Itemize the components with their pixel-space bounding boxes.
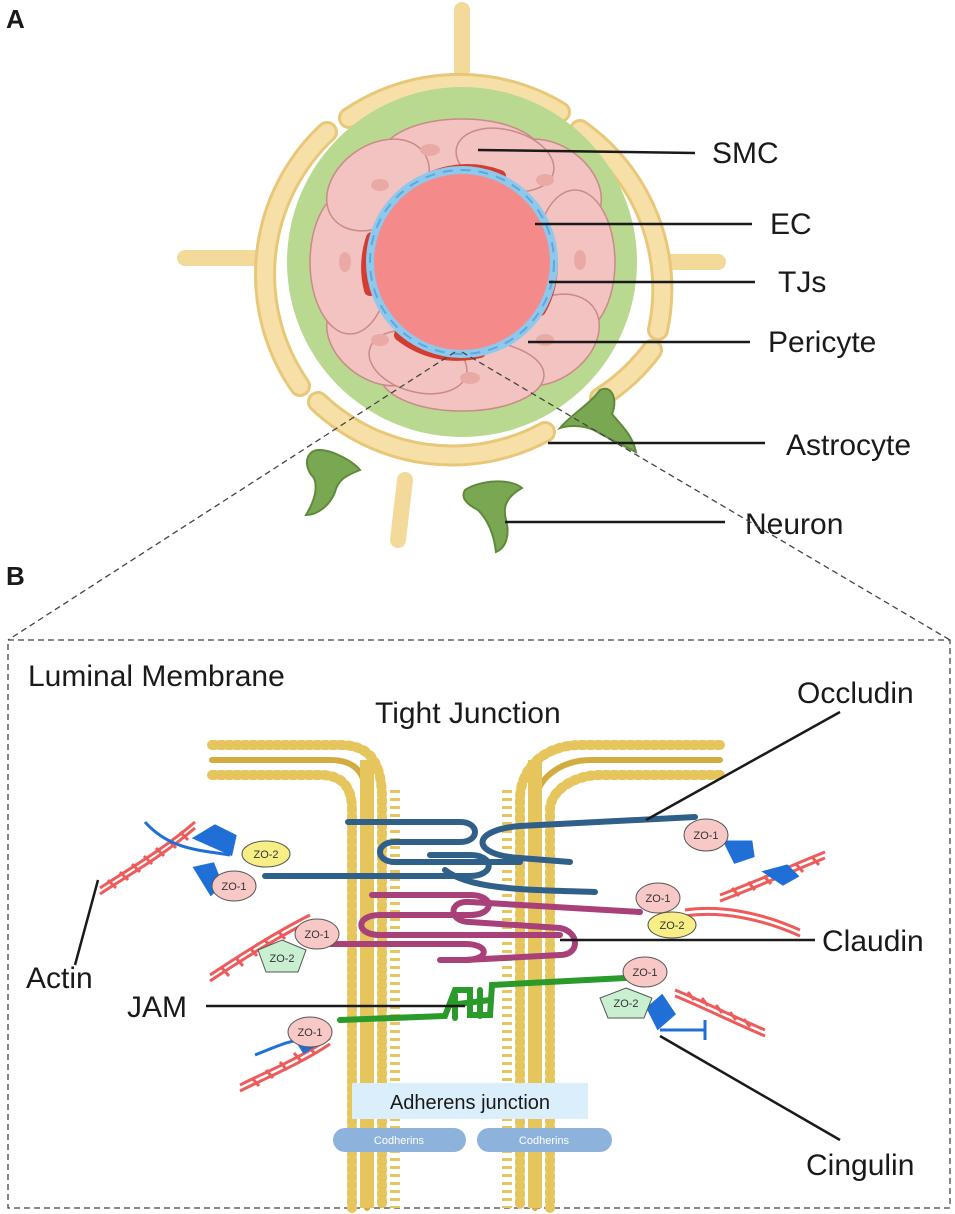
astrocyte-label: Astrocyte (786, 429, 911, 462)
svg-text:ZO-2: ZO-2 (659, 920, 684, 932)
zo1-badge: ZO-1 (294, 918, 340, 950)
cadherin-right-pill (477, 1128, 612, 1152)
zoom-box (7, 639, 951, 1209)
zo2-badge: ZO-2 (647, 911, 697, 939)
svg-text:ZO-1: ZO-1 (297, 1027, 322, 1039)
cingulin-label: Cingulin (806, 1149, 914, 1182)
svg-text:ZO-1: ZO-1 (645, 893, 670, 905)
zo1-badge: ZO-1 (622, 956, 668, 988)
neuron-cell (304, 449, 362, 517)
svg-text:ZO-1: ZO-1 (693, 830, 718, 842)
svg-text:ZO-1: ZO-1 (221, 881, 246, 893)
occludin-strands (262, 814, 698, 895)
zo1-badge: ZO-1 (683, 818, 729, 852)
zo1-badge: ZO-1 (211, 870, 257, 902)
svg-text:ZO-2: ZO-2 (269, 953, 294, 965)
jam-label: JAM (127, 991, 187, 1024)
luminal-membrane-label: Luminal Membrane (28, 660, 285, 693)
actin-label: Actin (26, 962, 93, 995)
tight-junction-label: Tight Junction (375, 697, 561, 730)
vessel-lumen (372, 172, 552, 352)
svg-text:ZO-1: ZO-1 (632, 967, 657, 979)
zoom-lines (7, 351, 951, 641)
svg-text:ZO-1: ZO-1 (304, 929, 329, 941)
neuron-cell (462, 480, 524, 554)
zo2-pentagon-badge: ZO-2 (257, 939, 307, 973)
svg-text:ZO-2: ZO-2 (613, 998, 638, 1010)
zo1-badge: ZO-1 (287, 1016, 333, 1048)
panel-b-label: B (6, 561, 25, 591)
neurons (304, 387, 638, 554)
adherens-junction-label: Adherens junction (390, 1092, 550, 1114)
cadherin-left-pill (333, 1128, 466, 1152)
zo2-badge: ZO-2 (241, 840, 291, 868)
panel-a-label: A (6, 4, 25, 34)
occludin-label: Occludin (797, 677, 914, 710)
cadherin-left-label: Codherins (374, 1135, 425, 1147)
claudin-strands (327, 892, 643, 963)
claudin-label: Claudin (822, 925, 924, 958)
leader-lines-b (73, 710, 841, 1142)
tjs-label: TJs (778, 266, 826, 299)
ec-label: EC (770, 208, 812, 241)
neuron-label: Neuron (745, 508, 843, 541)
pericyte-label: Pericyte (768, 326, 876, 359)
leader-lines-a (477, 148, 765, 524)
zo1-badge: ZO-1 (635, 882, 681, 914)
adherens-junction-box (352, 1083, 588, 1119)
zo2-pentagon-badge: ZO-2 (599, 987, 653, 1019)
cadherin-right-label: Codherins (519, 1135, 570, 1147)
zo-badges: ZO-2 ZO-1 ZO-1 ZO-1 ZO-2 ZO-1 ZO-2 ZO-1 (211, 818, 729, 1048)
smc-label: SMC (712, 137, 779, 170)
svg-text:ZO-2: ZO-2 (253, 849, 278, 861)
